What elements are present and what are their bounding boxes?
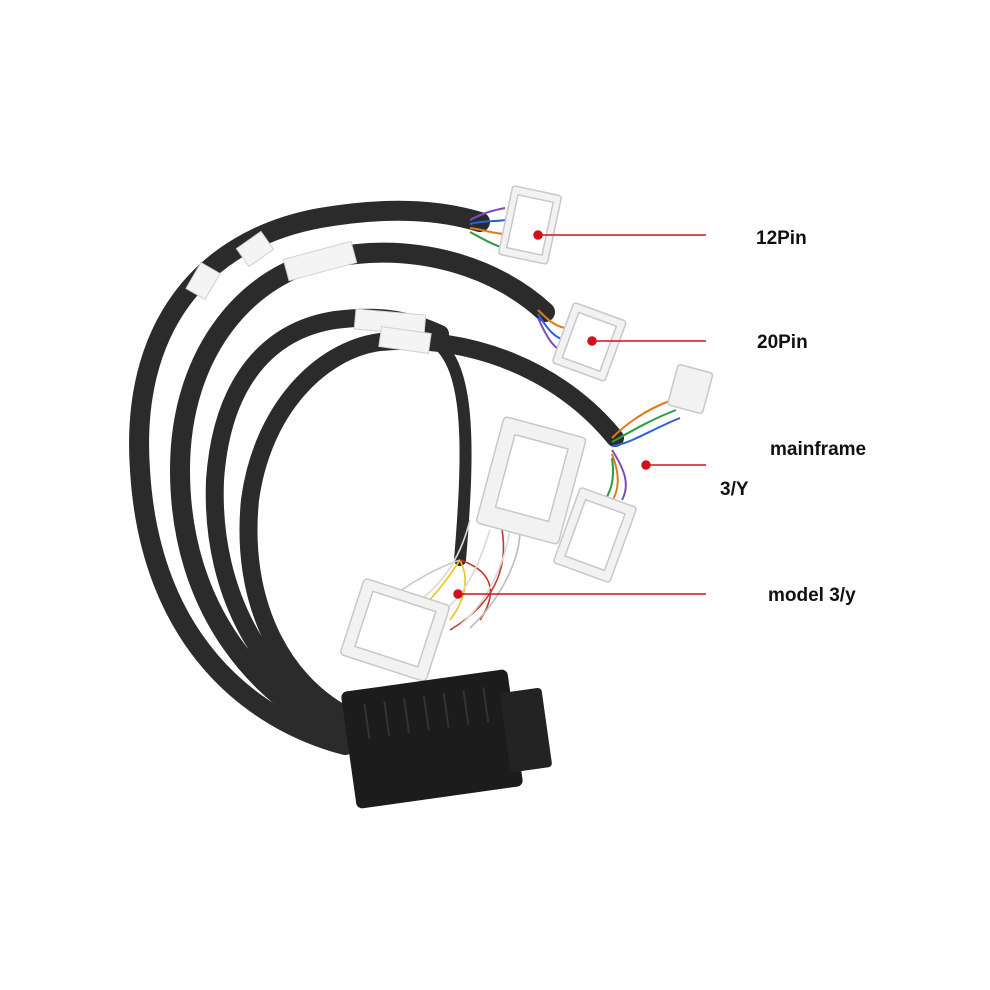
callout-dot-model (453, 589, 463, 599)
sleeve-band (282, 240, 358, 282)
connector-model-bottom (340, 578, 450, 682)
callout-markers (453, 230, 706, 599)
sleeve-band (185, 261, 221, 301)
cable-bundle (129, 200, 624, 755)
cable-mainframe (239, 331, 624, 724)
connector-12pin (498, 185, 562, 265)
connector-mainframe (553, 487, 637, 583)
sleeve-band (378, 326, 432, 354)
sleeve-band (235, 230, 275, 268)
label-mainframe: mainframe (770, 439, 867, 460)
cable-20pin (169, 242, 555, 745)
connector-model-top (475, 416, 587, 545)
obd-connector-icon (341, 669, 552, 809)
label-12pin: 12Pin (756, 228, 807, 249)
sleeve-bands (185, 230, 432, 354)
label-mainframe-sub: 3/Y (720, 479, 749, 500)
connector-small (667, 364, 714, 415)
callout-dot-12pin (533, 230, 543, 240)
callout-dot-mainframe (641, 460, 651, 470)
callout-dot-20pin (587, 336, 597, 346)
label-20pin: 20Pin (757, 332, 808, 353)
label-model-3y: model 3/y (768, 585, 856, 606)
white-connectors (340, 185, 714, 682)
cable-model-drop (424, 332, 472, 566)
cable-12pin (129, 200, 490, 755)
